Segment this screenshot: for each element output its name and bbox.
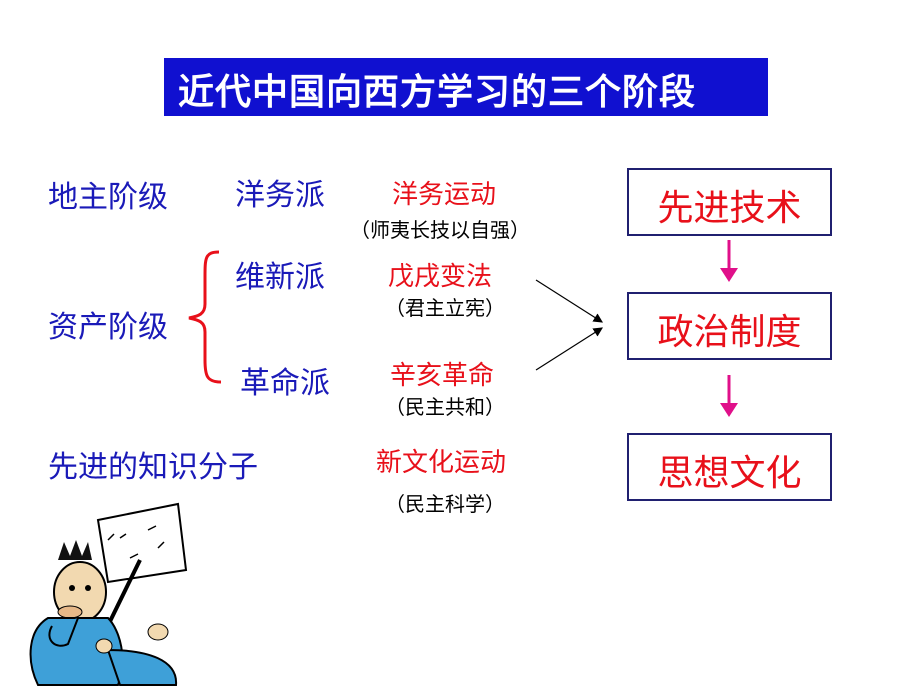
stage-box-technology: 先进技术 xyxy=(627,168,832,236)
arrow-revolution xyxy=(535,327,604,371)
movement-new-culture: 新文化运动 xyxy=(376,448,507,478)
faction-reform: 维新派 xyxy=(235,260,325,295)
class-intellectuals: 先进的知识分子 xyxy=(48,450,258,485)
arrow-down-icon xyxy=(720,375,738,417)
arrow-reform xyxy=(535,279,604,323)
movement-revolution: 辛亥革命 xyxy=(390,361,495,391)
stage-politics: 政治制度 xyxy=(657,312,802,353)
slogan-revolution: （民主共和） xyxy=(385,395,505,419)
title-banner xyxy=(164,58,768,116)
stage-box-culture: 思想文化 xyxy=(627,433,832,501)
arrow-down-icon xyxy=(720,240,738,282)
movement-reform: 戊戌变法 xyxy=(388,262,493,292)
converge-arrows xyxy=(535,279,604,371)
class-bourgeois: 资产阶级 xyxy=(48,310,168,345)
stage-box-politics: 政治制度 xyxy=(627,292,832,360)
faction-revolution: 革命派 xyxy=(240,366,330,401)
stage-culture: 思想文化 xyxy=(657,453,802,494)
stage-technology: 先进技术 xyxy=(657,188,802,229)
page-title: 近代中国向西方学习的三个阶段 xyxy=(178,72,697,113)
movement-westernization: 洋务运动 xyxy=(392,180,497,210)
cartoon-figure-illustration xyxy=(29,502,188,686)
brace-icon xyxy=(188,250,222,384)
faction-westernization: 洋务派 xyxy=(235,178,325,213)
class-landlord: 地主阶级 xyxy=(48,180,168,215)
slogan-new-culture: （民主科学） xyxy=(385,492,505,516)
slogan-westernization: （师夷长技以自强） xyxy=(350,218,530,242)
slogan-reform: （君主立宪） xyxy=(385,296,505,320)
